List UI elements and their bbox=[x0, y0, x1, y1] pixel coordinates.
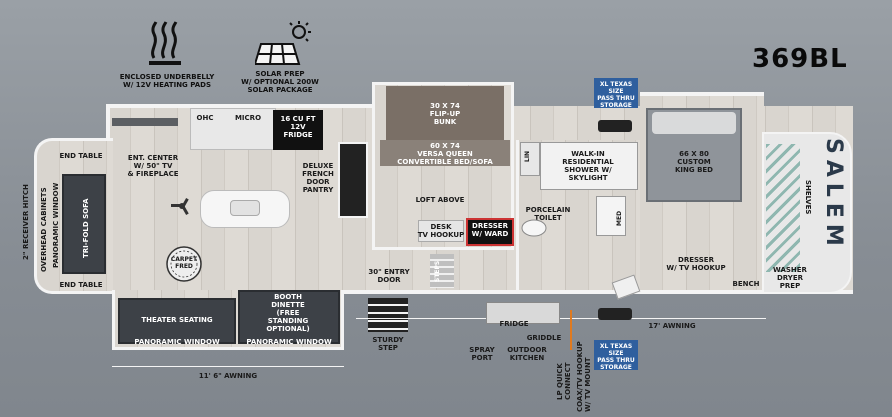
outdoor-fridge-label: FRIDGE bbox=[499, 320, 529, 328]
solar-caption: SOLAR PREP W/ OPTIONAL 200W SOLAR PACKAG… bbox=[241, 70, 319, 94]
booth-dinette bbox=[238, 290, 340, 344]
pantry-label: DELUXE FRENCH DOOR PANTRY bbox=[302, 162, 334, 194]
ent-center-label: ENT. CENTER W/ 50" TV & FIREPLACE bbox=[127, 154, 179, 178]
shelves-label: SHELVES bbox=[804, 180, 812, 215]
spray-port-label: SPRAY PORT bbox=[469, 346, 495, 362]
versa-queen-label: 60 X 74 VERSA QUEEN CONVERTIBLE BED/SOFA bbox=[397, 142, 493, 166]
booth-dinette-label: BOOTH DINETTE (FREE STANDING OPTIONAL) bbox=[266, 293, 310, 333]
micro-label: MICRO bbox=[234, 114, 262, 122]
awning-11-line bbox=[112, 366, 344, 367]
shelves bbox=[766, 144, 800, 272]
model-title: 369BL bbox=[752, 44, 848, 74]
carpet-fred-icon bbox=[166, 246, 202, 282]
ent-center bbox=[112, 118, 178, 126]
theater-seating-label: THEATER SEATING bbox=[141, 316, 213, 324]
top-wall bbox=[108, 104, 378, 108]
sturdy-step-label: STURDY STEP bbox=[372, 336, 404, 352]
bottom-wall bbox=[108, 290, 853, 294]
ohc-label: OHC bbox=[196, 114, 214, 122]
dresser-ward bbox=[466, 218, 514, 246]
receiver-hitch-label: 2" RECEIVER HITCH bbox=[22, 184, 30, 260]
shower-label: WALK-IN RESIDENTIAL SHOWER W/ SKYLIGHT bbox=[562, 150, 614, 182]
linen-label: LIN bbox=[524, 150, 531, 162]
bench-label: BENCH bbox=[732, 280, 760, 288]
solar-panel-icon bbox=[255, 21, 311, 65]
fan-icon bbox=[171, 198, 189, 215]
desk-label: DESK TV HOOKUP bbox=[417, 223, 465, 239]
panoramic-window-bl-label: PANORAMIC WINDOW bbox=[134, 338, 220, 346]
loft-above-label: LOFT ABOVE bbox=[415, 196, 465, 204]
trifold-sofa bbox=[62, 174, 106, 274]
washer-dryer-label: WASHER DRYER PREP bbox=[773, 266, 807, 290]
king-bed-pillows bbox=[652, 112, 736, 134]
flip-up-bunk bbox=[386, 86, 504, 140]
coax-tv-label: COAX/TV HOOKUP W/ TV MOUNT bbox=[576, 341, 592, 412]
panoramic-window-left-label: PANORAMIC WINDOW bbox=[52, 182, 60, 268]
awning-17-line bbox=[356, 318, 766, 319]
toilet-icon bbox=[521, 219, 547, 237]
fridge-16 bbox=[273, 110, 323, 150]
desk bbox=[418, 220, 464, 242]
awning-11-label: 11' 6" AWNING bbox=[198, 372, 258, 380]
end-table-top: END TABLE bbox=[59, 152, 103, 160]
sturdy-step bbox=[368, 298, 408, 332]
dresser-tv-label: DRESSER W/ TV HOOKUP bbox=[666, 256, 726, 272]
kitchen-counter bbox=[190, 108, 276, 150]
carpet-fred-label: CARPET FRED bbox=[170, 256, 198, 270]
outdoor-kitchen bbox=[486, 302, 560, 324]
linen bbox=[520, 142, 540, 176]
bedroom-top-wall bbox=[640, 92, 764, 96]
bunk-label: 30 X 74 FLIP-UP BUNK bbox=[429, 102, 461, 126]
outdoor-kitchen-label: OUTDOOR KITCHEN bbox=[507, 346, 547, 362]
steps-label: STEPS bbox=[434, 260, 441, 282]
fridge-16-label: 16 CU FT 12V FRIDGE bbox=[280, 115, 316, 139]
trifold-sofa-label: TRI-FOLD SOFA bbox=[82, 198, 90, 258]
med-label: MED bbox=[616, 210, 623, 226]
xl-storage-top-box bbox=[598, 120, 632, 132]
brand-cap-label: SALEM bbox=[821, 138, 846, 252]
underbelly-caption: ENCLOSED UNDERBELLY W/ 12V HEATING PADS bbox=[119, 73, 215, 89]
theater-seating bbox=[118, 298, 236, 344]
entry-door-label: 30" ENTRY DOOR bbox=[368, 268, 410, 284]
xl-storage-bottom: XL TEXAS SIZE PASS THRU STORAGE bbox=[594, 340, 638, 371]
sink bbox=[230, 200, 260, 216]
toilet-label: PORCELAIN TOILET bbox=[525, 206, 571, 222]
shower bbox=[540, 142, 638, 190]
panoramic-window-br-label: PANORAMIC WINDOW bbox=[246, 338, 332, 346]
end-table-bottom: END TABLE bbox=[59, 281, 103, 289]
steps bbox=[430, 254, 454, 288]
pantry bbox=[338, 142, 368, 218]
lp-line bbox=[570, 310, 572, 350]
heat-waves-icon bbox=[149, 21, 181, 65]
griddle-label: GRIDDLE bbox=[526, 334, 562, 342]
overhead-cabinets-label: OVERHEAD CABINETS bbox=[40, 187, 48, 272]
vanity bbox=[596, 196, 626, 236]
lp-quick-connect-label: LP QUICK CONNECT bbox=[556, 362, 572, 401]
awning-17-label: 17' AWNING bbox=[648, 322, 696, 330]
dresser-ward-label: DRESSER W/ WARD bbox=[471, 222, 509, 238]
xl-storage-top: XL TEXAS SIZE PASS THRU STORAGE bbox=[594, 78, 638, 109]
xl-storage-bottom-box bbox=[598, 308, 632, 320]
king-bed-label: 66 X 80 CUSTOM KING BED bbox=[675, 150, 713, 174]
versa-queen bbox=[380, 140, 510, 166]
